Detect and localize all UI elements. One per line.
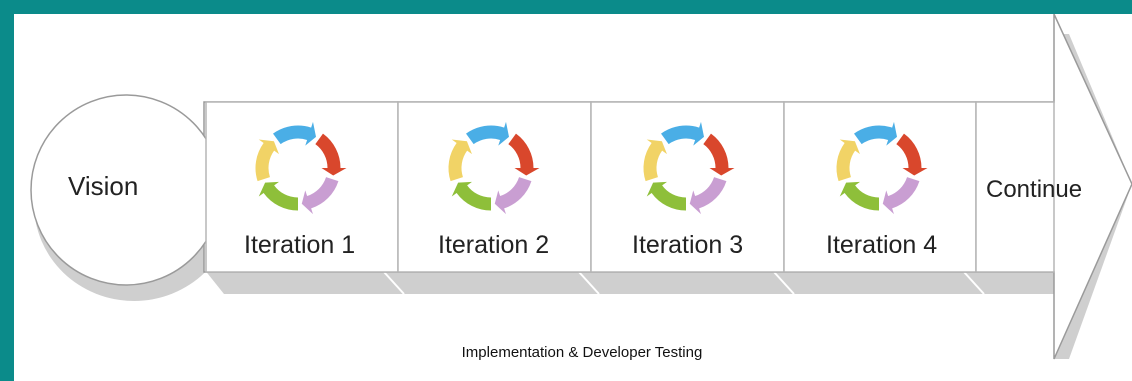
process-arrow-diagram (30, 14, 1132, 360)
cycle-arrow-segment (466, 121, 509, 146)
cycle-arrow-segment (258, 181, 298, 211)
cycle-arrow-segment (451, 181, 491, 211)
cycle-arrow-segment (315, 133, 347, 176)
cycle-arrow-segment (882, 177, 920, 215)
diagram-frame: Vision Iteration 1 Iteration 2 Iteration… (14, 14, 1132, 381)
cycle-arrow-segment (836, 139, 860, 182)
cycle-arrow-segment (494, 177, 532, 215)
cycle-arrow-segment (255, 139, 279, 182)
cycle-arrow-segment (643, 139, 667, 182)
cycle-icon (643, 121, 735, 215)
shadow-strip (204, 269, 1064, 295)
cycle-arrow-segment (854, 121, 897, 146)
cycle-arrow-segment (508, 133, 540, 176)
cycle-arrow-segment (703, 133, 735, 176)
cycle-icon (448, 121, 540, 215)
cycle-arrow-segment (646, 181, 686, 211)
cycle-arrow-segment (689, 177, 727, 215)
iteration-2-label: Iteration 2 (438, 231, 550, 259)
continue-box (975, 101, 1055, 273)
iteration-4-label: Iteration 4 (826, 231, 938, 259)
continue-label: Continue (986, 176, 1083, 203)
cycle-icon (836, 121, 928, 215)
cycle-arrow-segment (301, 177, 339, 215)
implementation-testing-label: Implementation & Developer Testing (461, 344, 703, 361)
iteration-3-label: Iteration 3 (632, 231, 744, 259)
vision-label: Vision (68, 171, 139, 201)
cycle-arrow-segment (273, 121, 316, 146)
cycle-arrow-segment (661, 121, 704, 146)
iteration-1-label: Iteration 1 (244, 231, 356, 259)
cycle-arrow-segment (448, 139, 472, 182)
cycle-arrow-segment (896, 133, 928, 176)
cycle-arrow-segment (839, 181, 879, 211)
cycle-icon (255, 121, 347, 215)
